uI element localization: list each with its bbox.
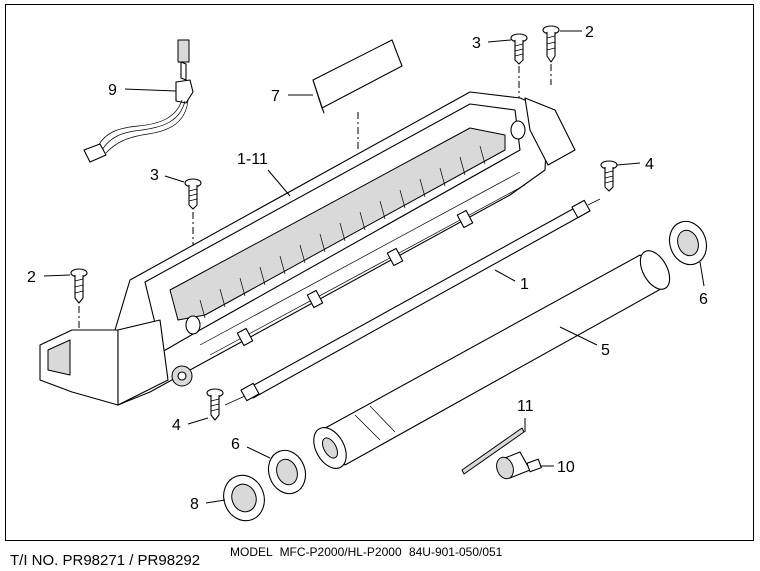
screw-4-bottom xyxy=(206,388,224,421)
callout-4-right: 4 xyxy=(645,156,654,173)
callout-1-11: 1-11 xyxy=(237,151,268,168)
part-6-bushing-right xyxy=(668,220,708,266)
callout-4-bottom: 4 xyxy=(172,417,181,434)
callout-11: 11 xyxy=(517,398,534,415)
callout-9: 9 xyxy=(108,82,117,99)
ti-number: T/I NO. PR98271 / PR98292 xyxy=(10,552,201,569)
callout-6-bottom: 6 xyxy=(231,436,240,453)
model-line: MODEL MFC-P2000/HL-P2000 84U-901-050/051 xyxy=(230,545,503,559)
part-7-sheet xyxy=(312,39,403,150)
callout-5: 5 xyxy=(601,342,610,359)
leader-lines xyxy=(43,30,705,504)
callout-7: 7 xyxy=(271,88,280,105)
screw-2-left xyxy=(70,268,88,330)
callouts: 9 7 3 2 1-11 3 4 2 1 6 5 4 11 6 10 8 xyxy=(27,24,708,513)
part-9-harness xyxy=(83,39,194,163)
callout-2-top: 2 xyxy=(585,24,594,41)
callout-1: 1 xyxy=(520,276,529,293)
callout-6-right: 6 xyxy=(699,291,708,308)
part-1-11-frame xyxy=(39,91,576,406)
part-1-heater-lamp xyxy=(224,198,601,406)
part-5-heat-roller xyxy=(313,250,671,469)
diagram-frame xyxy=(5,4,754,541)
callout-3-top: 3 xyxy=(472,35,481,52)
callout-8: 8 xyxy=(190,496,199,513)
part-6-bushing-bottom xyxy=(267,449,307,495)
screw-4-right xyxy=(600,160,618,192)
screw-2-top xyxy=(542,25,560,85)
callout-10: 10 xyxy=(557,459,575,476)
callout-2-left: 2 xyxy=(27,269,36,286)
part-10-gear xyxy=(496,451,542,480)
callout-3-left: 3 xyxy=(150,167,159,184)
screw-3-left xyxy=(184,178,202,318)
part-11-spring xyxy=(461,427,525,475)
part-8-bearing xyxy=(223,474,265,522)
